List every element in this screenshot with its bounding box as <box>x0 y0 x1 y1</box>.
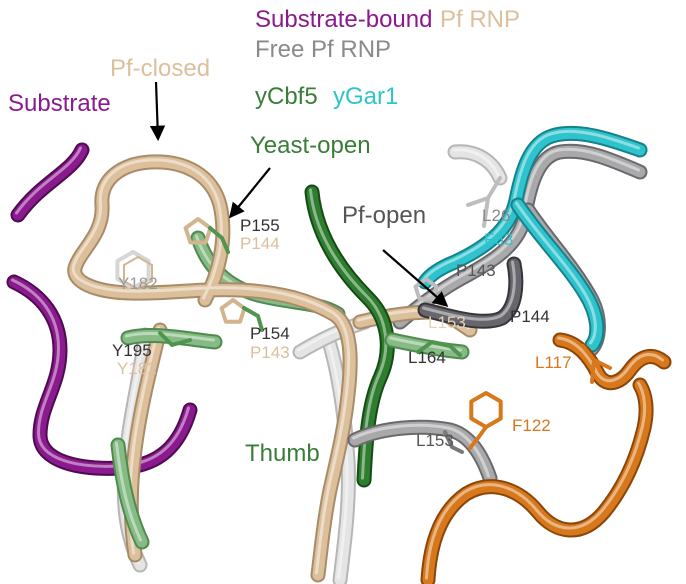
legend-ycbf5: yCbf5 <box>255 83 318 110</box>
yeast-open-label: Yeast-open <box>250 132 371 159</box>
orange-ribbon-bottom-highlight <box>427 383 645 578</box>
residue-label-y182-beige: Y182 <box>117 359 157 378</box>
residue-label-p144-dark: P144 <box>510 307 550 326</box>
residue-label-f122: F122 <box>512 416 551 435</box>
legend-ygar1: yGar1 <box>333 83 398 110</box>
p154-ring <box>222 300 245 322</box>
pf-closed-arrow <box>156 82 158 138</box>
residue-label-p144-beige: P144 <box>240 234 280 253</box>
legend-pf-rnp: Pf RNP <box>440 6 520 33</box>
legend-free-pf-rnp: Free Pf RNP <box>255 36 391 63</box>
orange-ribbon-bottom <box>428 385 646 580</box>
residue-label-l153-gray: L153 <box>416 431 454 450</box>
pf-open-label: Pf-open <box>342 202 426 229</box>
yeast-open-arrow <box>231 168 270 216</box>
legend-line-substrate-bound: Substrate-bound Pf RNP <box>255 6 520 33</box>
thumb-label: Thumb <box>245 440 320 467</box>
f122-ring <box>471 393 500 427</box>
residue-label-y195: Y195 <box>112 341 152 360</box>
residue-label-y182-gray: Y182 <box>118 274 158 293</box>
arrow-layer <box>156 82 446 305</box>
residue-label-p143-beige: P143 <box>250 343 290 362</box>
pf-closed-loop-ribbon-highlight <box>73 160 348 573</box>
residue-label-p155: P155 <box>240 216 280 235</box>
orange-ribbon-bottom-outline <box>428 385 646 580</box>
residue-label-f63: F63 <box>484 230 513 249</box>
legend-line-yeast: yCbf5 yGar1 <box>255 83 398 110</box>
residue-label-l117: L117 <box>535 353 572 372</box>
residue-label-p143-gray: P143 <box>456 261 496 280</box>
residue-label-l153-beige: L153 <box>428 313 466 332</box>
residue-label-l26: L26 <box>482 206 510 225</box>
residue-label-l164: L164 <box>408 348 446 367</box>
pf-closed-label: Pf-closed <box>110 55 210 82</box>
l117-side-chain-branch <box>592 360 594 382</box>
legend-substrate-bound: Substrate-bound <box>255 6 432 33</box>
substrate-label: Substrate <box>8 90 111 117</box>
legend: Substrate-bound Pf RNP Free Pf RNP yCbf5… <box>255 6 520 110</box>
residue-label-p154: P154 <box>250 324 290 343</box>
